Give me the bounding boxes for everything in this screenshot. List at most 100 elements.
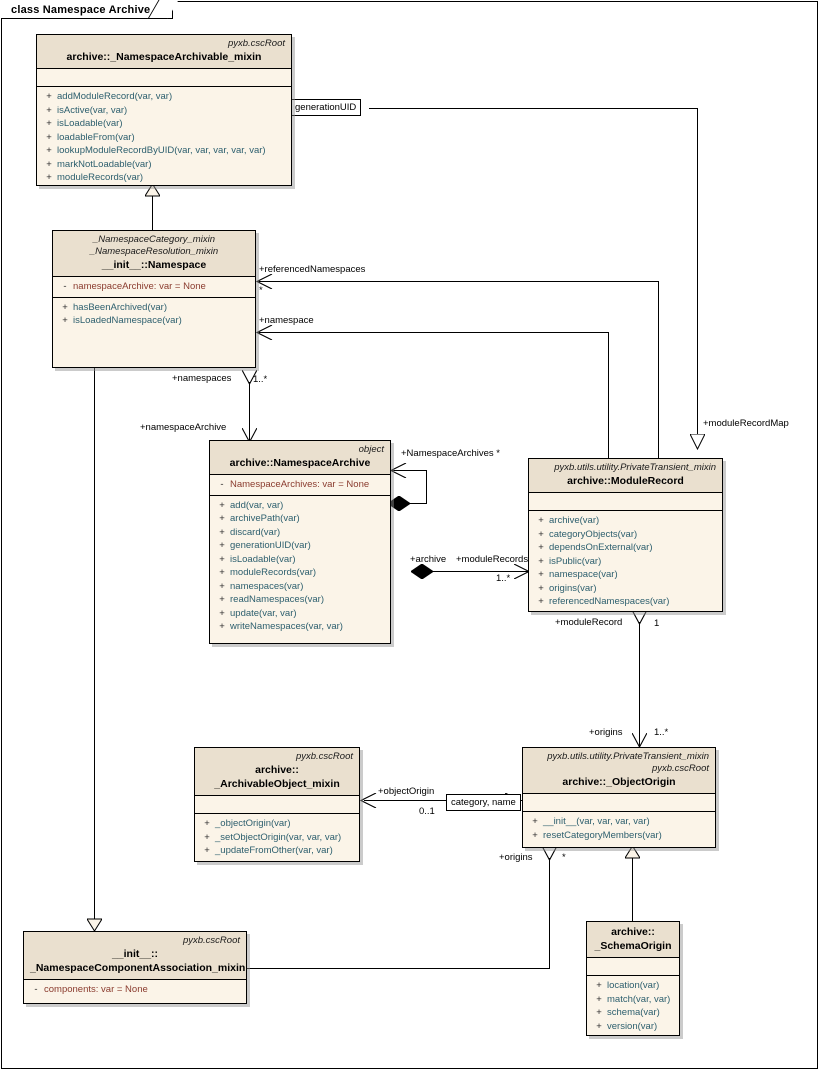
operation-row: +writeNamespaces(var, var) — [214, 620, 386, 634]
label-category-name: category, name — [446, 794, 521, 811]
visibility: + — [46, 172, 52, 183]
class-header: _NamespaceCategory_mixin _NamespaceResol… — [53, 231, 255, 277]
operation-signature: archive(var) — [549, 515, 600, 526]
visibility: - — [63, 281, 67, 292]
attribute-signature: namespaceArchive: var = None — [73, 281, 206, 292]
label-origins-upper-mult: 1..* — [654, 727, 669, 738]
operation-row: +schema(var) — [591, 1006, 675, 1020]
class-attributes — [523, 794, 715, 812]
operation-row: +loadableFrom(var) — [41, 131, 287, 145]
class-stereotype: pyxb.cscRoot — [295, 751, 353, 762]
class-stereotype: pyxb.utils.utility.PrivateTransient_mixi… — [547, 751, 709, 762]
class-name: archive::_ObjectOrigin — [562, 776, 676, 788]
class-name: archive::ModuleRecord — [567, 475, 684, 487]
conn-gen-nca-v — [94, 368, 95, 920]
class-stereotype: pyxb.cscRoot — [651, 763, 709, 774]
class-attributes: -components: var = None — [24, 980, 246, 1000]
operation-row: + archivePath(var) — [214, 512, 386, 526]
operation-row: + lookupModuleRecordByUID(var, var, var, … — [41, 144, 287, 158]
class-header: pyxb.cscRoot archive:: _ArchivableObject… — [195, 748, 359, 796]
class-module-record[interactable]: pyxb.utils.utility.PrivateTransient_mixi… — [528, 458, 723, 612]
visibility: + — [46, 91, 52, 102]
operation-signature: isLoadable(var) — [230, 553, 296, 565]
conn-generationuid-h — [369, 108, 698, 109]
label-namespace: +namespace — [259, 315, 314, 326]
visibility: + — [532, 816, 538, 827]
conn-gen-schemaorigin-triangle — [625, 846, 640, 859]
operation-signature: isLoadable(var) — [57, 118, 123, 129]
label-modulerecords: +moduleRecords — [456, 554, 529, 565]
operation-signature: moduleRecords(var) — [57, 172, 144, 183]
operation-row: +referencedNamespaces(var) — [533, 595, 718, 609]
label-referencednamespaces-mult: * — [259, 285, 263, 296]
label-objectorigin-mult: 0..1 — [419, 806, 435, 817]
class-operations: +addModuleRecord(var, var) +isActive(var… — [37, 87, 291, 189]
conn-modulerecords-diamond — [411, 564, 433, 579]
operation-signature: writeNamespaces(var, var) — [230, 621, 343, 632]
visibility: + — [532, 829, 538, 841]
label-archive: +archive — [410, 554, 447, 565]
conn-origins-lower-h — [247, 968, 550, 969]
operation-signature: _updateFromOther(var, var) — [215, 845, 333, 856]
operation-signature: add(var, var) — [230, 499, 284, 511]
visibility: + — [46, 145, 52, 156]
class-header: pyxb.utils.utility.PrivateTransient_mixi… — [523, 748, 715, 794]
visibility: + — [46, 131, 52, 143]
visibility: + — [219, 567, 225, 578]
conn-modulerecord-arrowhead-top — [632, 610, 647, 625]
class-stereotype: object — [358, 444, 384, 455]
operation-signature: lookupModuleRecordByUID(var, var, var, v… — [57, 145, 266, 156]
conn-namespace-v — [608, 332, 609, 458]
visibility: + — [538, 569, 544, 580]
conn-gen-namespace-v — [152, 196, 153, 230]
label-namespaces: +namespaces — [172, 373, 232, 384]
visibility: + — [538, 528, 544, 540]
label-modulerecord-mult: 1 — [654, 618, 660, 629]
conn-namespace-arrowhead — [256, 325, 273, 340]
class-operations: +location(var) +match(var, var) +schema(… — [587, 976, 679, 1037]
visibility: + — [62, 315, 68, 326]
operation-signature: generationUID(var) — [230, 540, 311, 551]
conn-origins-arrowhead-bottom — [632, 733, 647, 748]
operation-signature: origins(var) — [549, 582, 597, 594]
conn-nsarchives-h-top — [392, 470, 427, 471]
class-namespace-archivable-mixin[interactable]: pyxb.cscRoot archive::_NamespaceArchivab… — [36, 34, 292, 186]
class-header: archive:: _SchemaOrigin — [587, 922, 679, 958]
class-schema-origin[interactable]: archive:: _SchemaOrigin +location(var) +… — [586, 921, 680, 1036]
visibility: + — [219, 526, 225, 538]
operation-row: +markNotLoadable(var) — [41, 158, 287, 172]
visibility: + — [204, 831, 210, 843]
class-namespace-archive[interactable]: object archive::NamespaceArchive -Namesp… — [209, 440, 391, 644]
operation-row: +categoryObjects(var) — [533, 528, 718, 542]
label-namespacearchive: +namespaceArchive — [140, 422, 227, 433]
class-stereotype: _NamespaceResolution_mixin — [89, 246, 219, 257]
operation-signature: archivePath(var) — [230, 513, 300, 524]
conn-generationuid-v — [697, 108, 698, 448]
visibility: + — [219, 580, 225, 592]
conn-gen-nca-triangle — [87, 918, 102, 931]
operation-signature: hasBeenArchived(var) — [73, 301, 167, 313]
class-attributes: -NamespaceArchives: var = None — [210, 475, 390, 496]
operation-signature: namespaces(var) — [230, 580, 304, 592]
visibility: + — [219, 513, 225, 524]
class-object-origin[interactable]: pyxb.utils.utility.PrivateTransient_mixi… — [522, 747, 716, 848]
class-namespace[interactable]: _NamespaceCategory_mixin _NamespaceResol… — [52, 230, 256, 368]
class-operations: +add(var, var) +archivePath(var) +discar… — [210, 496, 390, 638]
class-name-line1: __init__:: — [111, 948, 159, 960]
label-referencednamespaces: +referencedNamespaces — [259, 264, 366, 275]
conn-origins-lower-v — [549, 858, 550, 968]
visibility: + — [219, 553, 225, 565]
class-namespace-component-association-mixin[interactable]: pyxb.cscRoot __init__:: _NamespaceCompon… — [23, 931, 247, 1004]
class-attributes: -namespaceArchive: var = None — [53, 277, 255, 298]
label-modulerecords-mult: 1..* — [496, 573, 511, 584]
operation-signature: isPublic(var) — [549, 555, 602, 567]
operation-row: +match(var, var) — [591, 993, 675, 1007]
operation-row: +location(var) — [591, 979, 675, 993]
label-origins-lower-mult: * — [562, 852, 566, 863]
class-archivable-object-mixin[interactable]: pyxb.cscRoot archive:: _ArchivableObject… — [194, 747, 360, 862]
operation-row: +namespace(var) — [533, 568, 718, 582]
operation-row: +add(var, var) — [214, 499, 386, 513]
operation-row: +moduleRecords(var) — [214, 566, 386, 580]
class-stereotype: pyxb.cscRoot — [182, 935, 240, 946]
operation-signature: isActive(var, var) — [57, 104, 128, 116]
